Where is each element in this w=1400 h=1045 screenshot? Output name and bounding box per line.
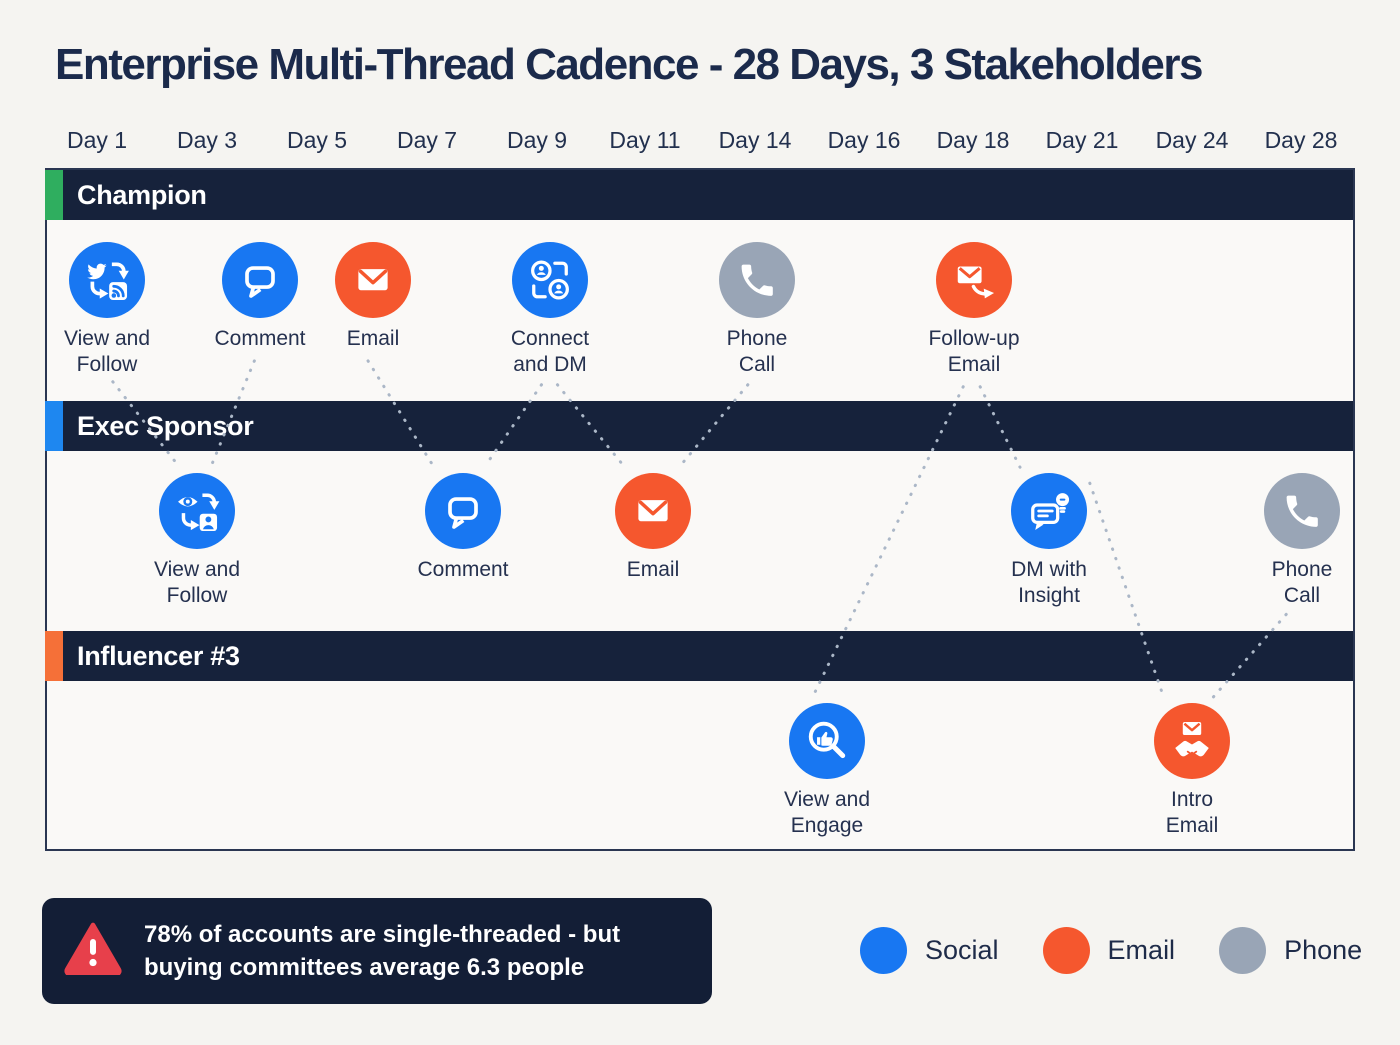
touchpoint-label: View and Follow [153, 558, 240, 607]
row-exec-sponsor: View and Follow Comment [47, 451, 1353, 631]
row-champion: View and Follow Comment [47, 220, 1353, 401]
row-title: Influencer #3 [77, 640, 240, 671]
touchpoint: View and Follow [57, 242, 157, 378]
touchpoint-label: View and Follow [63, 327, 150, 376]
touchpoint-label: Phone Call [726, 327, 788, 376]
row-title: Champion [77, 179, 207, 210]
touchpoint-label: Intro Email [1165, 788, 1219, 837]
phone-swatch-icon [1219, 927, 1267, 974]
social-follow-icon [69, 242, 145, 318]
day-label: Day 21 [1045, 127, 1119, 153]
legend-item-phone: Phone [1219, 927, 1362, 974]
row-influencer: View and Engage Intro Email [47, 681, 1353, 845]
email-icon [335, 242, 411, 318]
stat-callout-text: 78% of accounts are single-threaded - bu… [144, 921, 621, 981]
touchpoint-label: Comment [417, 558, 509, 581]
comment-icon [222, 242, 298, 318]
day-label: Day 16 [827, 127, 901, 153]
touchpoint: Phone Call [1252, 473, 1352, 609]
phone-icon [719, 242, 795, 318]
touchpoint: Email [603, 473, 703, 583]
social-swatch-icon [860, 927, 907, 974]
touchpoint: Email [323, 242, 423, 352]
champion-accent-bar [45, 170, 63, 220]
timeline-day-axis: Day 1 Day 3 Day 5 Day 7 Day 9 Day 11 Day… [45, 127, 1355, 157]
day-label: Day 14 [718, 127, 792, 153]
touchpoint: Intro Email [1142, 703, 1242, 839]
followup-email-icon [936, 242, 1012, 318]
day-label: Day 3 [176, 127, 238, 153]
touchpoint: View and Follow [147, 473, 247, 609]
day-label: Day 28 [1264, 127, 1338, 153]
touchpoint-label: DM with Insight [1011, 558, 1087, 607]
warning-icon [64, 922, 122, 980]
legend-label: Email [1107, 935, 1176, 965]
row-header-exec-sponsor: Exec Sponsor [45, 401, 1353, 451]
touchpoint: Phone Call [707, 242, 807, 378]
phone-icon [1264, 473, 1340, 549]
search-engage-icon [789, 703, 865, 779]
email-icon [615, 473, 691, 549]
legend-label: Social [925, 935, 999, 965]
touchpoint: Connect and DM [500, 242, 600, 378]
touchpoint: Comment [413, 473, 513, 583]
touchpoint-label: Phone Call [1271, 558, 1333, 607]
row-header-champion: Champion [45, 170, 1353, 220]
touchpoint-label: Comment [214, 327, 306, 350]
day-label: Day 1 [66, 127, 128, 153]
touchpoint-label: Email [626, 558, 680, 581]
email-swatch-icon [1042, 927, 1090, 974]
touchpoint: View and Engage [777, 703, 877, 839]
touchpoint-label: Follow-up Email [928, 327, 1020, 376]
touchpoint-label: Connect and DM [510, 327, 590, 376]
legend-label: Phone [1284, 935, 1363, 965]
connect-dm-icon [512, 242, 588, 318]
row-header-influencer: Influencer #3 [45, 631, 1353, 681]
day-label: Day 9 [506, 127, 568, 153]
day-label: Day 24 [1155, 127, 1229, 153]
touchpoint: DM with Insight [999, 473, 1099, 609]
influencer-accent-bar [45, 631, 63, 681]
touchpoint: Comment [210, 242, 310, 352]
day-label: Day 7 [396, 127, 458, 153]
dm-insight-icon [1011, 473, 1087, 549]
day-label: Day 11 [609, 127, 681, 153]
touchpoint-label: View and Engage [783, 788, 870, 837]
stat-callout: 78% of accounts are single-threaded - bu… [42, 898, 712, 1004]
page-title: Enterprise Multi-Thread Cadence - 28 Day… [55, 40, 1203, 89]
legend-item-email: Email [1042, 927, 1176, 974]
exec-sponsor-accent-bar [45, 401, 63, 451]
channel-legend: Social Email Phone [860, 927, 1362, 974]
view-follow-icon [159, 473, 235, 549]
legend-item-social: Social [860, 927, 999, 974]
cadence-chart: Champion View and [45, 168, 1355, 851]
handshake-email-icon [1154, 703, 1230, 779]
day-label: Day 5 [286, 127, 348, 153]
row-title: Exec Sponsor [77, 410, 254, 441]
touchpoint-label: Email [346, 327, 400, 350]
day-label: Day 18 [936, 127, 1010, 153]
comment-icon [425, 473, 501, 549]
touchpoint: Follow-up Email [924, 242, 1024, 378]
